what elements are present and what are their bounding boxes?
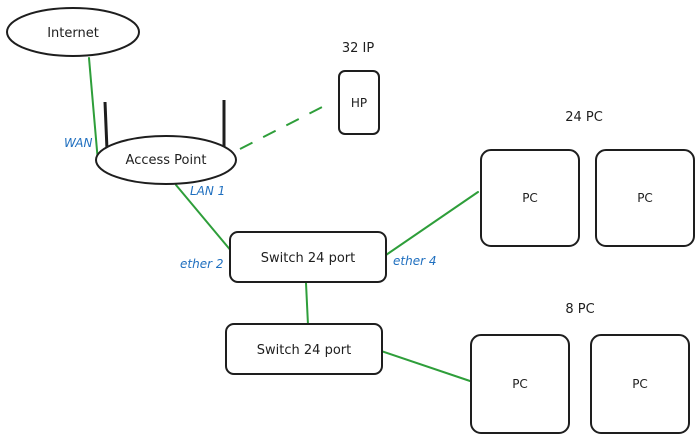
switch-top-node: Switch 24 port <box>229 231 387 283</box>
pc-label: PC <box>632 377 648 391</box>
printer-ip-label: 32 IP <box>342 41 375 56</box>
port-label-ether4: ether 4 <box>393 254 436 268</box>
pc-label: PC <box>522 191 538 205</box>
pc-label: PC <box>637 191 653 205</box>
printer-node: HP <box>338 70 380 135</box>
printer-label: HP <box>351 96 367 110</box>
access-point-node: Access Point <box>95 135 237 185</box>
pc-group-8-label: 8 PC <box>565 302 594 317</box>
pc-group-24-label: 24 PC <box>565 110 603 125</box>
switch-top-label: Switch 24 port <box>261 251 355 266</box>
pc-group-24: PC PC <box>480 149 695 247</box>
link-switch-to-pc-group-24 <box>385 191 479 256</box>
pc-node: PC <box>480 149 580 247</box>
port-label-ether2: ether 2 <box>180 257 223 271</box>
pc-label: PC <box>512 377 528 391</box>
internet-label: Internet <box>47 26 99 41</box>
access-point-label: Access Point <box>126 153 207 168</box>
pc-node: PC <box>595 149 695 247</box>
pc-node: PC <box>470 334 570 434</box>
switch-bottom-label: Switch 24 port <box>257 343 351 358</box>
pc-group-8: PC PC <box>470 334 690 434</box>
link-access-point-to-printer <box>239 102 331 150</box>
pc-node: PC <box>590 334 690 434</box>
internet-node: Internet <box>6 7 140 57</box>
switch-bottom-node: Switch 24 port <box>225 323 383 375</box>
link-switch-to-switch <box>305 282 309 326</box>
port-label-wan: WAN <box>64 136 92 150</box>
link-internet-to-access-point <box>88 57 99 163</box>
port-label-lan1: LAN 1 <box>190 184 225 198</box>
link-access-point-to-switch <box>175 184 233 253</box>
link-switch-to-pc-group-8 <box>380 350 471 382</box>
antenna-icon <box>103 100 226 151</box>
